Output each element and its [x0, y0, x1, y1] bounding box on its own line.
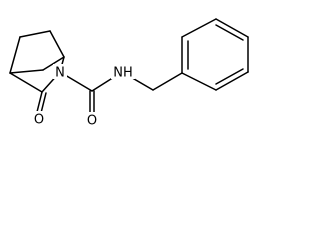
bond-bridgehead-left-to-top [9, 36, 21, 74]
bicyclic-core [9, 30, 65, 93]
bond-ph-inner-3 [215, 68, 244, 85]
ring-nitrogen-label: N [55, 66, 65, 81]
bond-bridgehead-left-to-ketone-carbon [9, 72, 43, 93]
bond-ph-2 [215, 71, 249, 91]
molecule-structure-diagram: N NH O O [9, 18, 249, 129]
bond-ch2-to-phenyl [152, 72, 183, 91]
amide-o-mask [85, 112, 99, 127]
ketone-o-mask [32, 111, 46, 126]
bond-ph-5 [181, 18, 217, 38]
amide-oxygen-label: O [87, 114, 97, 129]
bond-ph-4 [215, 18, 249, 38]
amide-nh-mask [111, 64, 135, 79]
bond-ketone-double-b [40, 92, 47, 114]
phenyl-ring [181, 18, 249, 91]
bond-bridge [42, 56, 65, 71]
bond-ph-1 [181, 72, 217, 91]
bond-top-to-bridgehead-right [49, 30, 65, 58]
ring-n-mask [53, 64, 67, 79]
bond-bridge-to-bridgehead-left [9, 69, 44, 74]
bond-top-ring [19, 30, 51, 38]
atom-labels: N NH O O [32, 64, 135, 129]
amide-nh-label: NH [113, 66, 133, 81]
bond-ph-inner-2 [215, 24, 244, 41]
ketone-oxygen-label: O [34, 113, 44, 128]
ketone-group [36, 91, 47, 114]
bond-ketone-double-a [36, 91, 43, 113]
